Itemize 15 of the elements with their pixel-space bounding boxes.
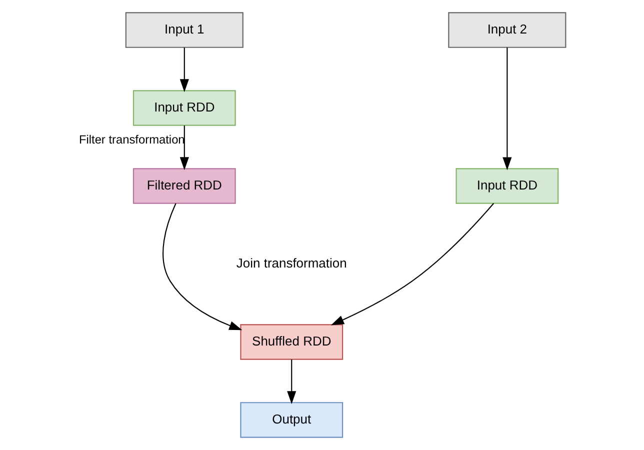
arrow bbox=[330, 203, 494, 326]
node-box: Input 2 bbox=[448, 12, 566, 48]
arrow bbox=[286, 360, 296, 404]
arrow bbox=[179, 48, 188, 92]
arrow bbox=[502, 48, 512, 170]
label: Join transformation bbox=[236, 255, 346, 270]
node-box: Input RDD bbox=[455, 168, 558, 204]
node-box: Output bbox=[240, 402, 343, 438]
node-box: Filtered RDD bbox=[132, 168, 236, 204]
node-box: Input RDD bbox=[132, 90, 236, 126]
arrow bbox=[179, 126, 188, 170]
node-box: Input 1 bbox=[124, 12, 243, 48]
edge-label: Filter transformation bbox=[78, 132, 184, 146]
arrow bbox=[162, 203, 242, 330]
node-box: Shuffled RDD bbox=[240, 324, 343, 360]
